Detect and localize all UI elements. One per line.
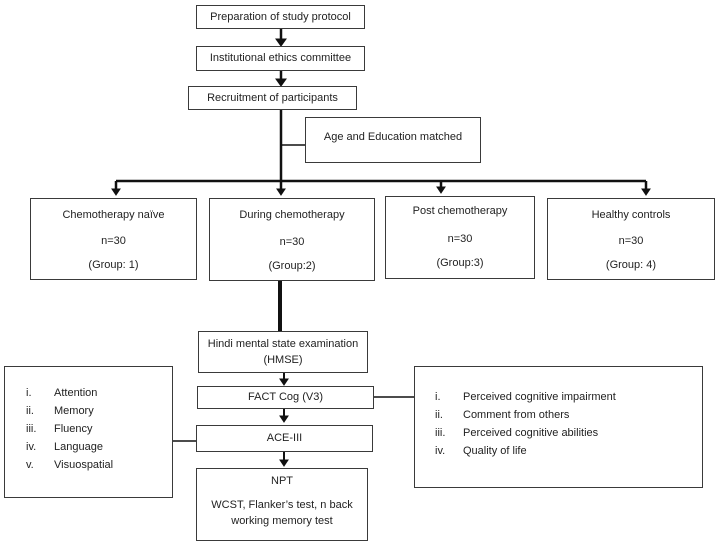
group-n: n=30 (618, 235, 644, 247)
list-item: i.Attention (26, 386, 98, 399)
npt-tests-line1: WCST, Flanker’s test, n back (211, 499, 353, 511)
group-number: (Group:2) (268, 260, 316, 272)
list-item: i.Perceived cognitive impairment (435, 390, 616, 403)
group-box-healthy-controls: Healthy controls n=30 (Group: 4) (547, 198, 715, 280)
hmse-abbrev: (HMSE) (263, 354, 303, 366)
group-title: Post chemotherapy (412, 205, 508, 217)
npt-title: NPT (271, 475, 293, 487)
list-item: ii.Comment from others (435, 408, 570, 421)
hmse-box: Hindi mental state examination (HMSE) (198, 331, 368, 373)
matching-box: Age and Education matched (305, 117, 481, 163)
ace-iii-box: ACE-III (196, 425, 373, 452)
group-title: During chemotherapy (239, 209, 345, 221)
list-item: ii.Memory (26, 404, 94, 417)
group-box-post-chemo: Post chemotherapy n=30 (Group:3) (385, 196, 535, 279)
fact-domains-box: i.Perceived cognitive impairment ii.Comm… (414, 366, 703, 488)
hmse-title: Hindi mental state examination (207, 338, 359, 350)
group-number: (Group:3) (436, 257, 484, 269)
list-item: iv.Quality of life (435, 444, 527, 457)
group-n: n=30 (101, 235, 126, 247)
fact-cog-box: FACT Cog (V3) (197, 386, 374, 409)
recruitment-box: Recruitment of participants (188, 86, 357, 110)
group-box-during-chemo: During chemotherapy n=30 (Group:2) (209, 198, 375, 281)
npt-box: NPT WCST, Flanker’s test, n back working… (196, 468, 368, 541)
group-n: n=30 (279, 236, 305, 248)
ace-domain-list: i.Attention ii.Memory iii.Fluency iv.Lan… (26, 384, 113, 474)
group-title: Healthy controls (591, 209, 671, 221)
list-item: iii.Perceived cognitive abilities (435, 426, 599, 439)
list-item: v.Visuospatial (26, 458, 114, 471)
group-number: (Group: 4) (605, 259, 657, 271)
group-n: n=30 (447, 233, 473, 245)
study-protocol-box: Preparation of study protocol (196, 5, 365, 29)
study-protocol-label: Preparation of study protocol (210, 10, 351, 23)
fact-cog-label: FACT Cog (V3) (248, 391, 323, 403)
fact-domain-list: i.Perceived cognitive impairment ii.Comm… (435, 388, 616, 460)
list-item: iii.Fluency (26, 422, 93, 435)
list-item: iv.Language (26, 440, 103, 453)
group-number: (Group: 1) (88, 259, 139, 271)
matching-label: Age and Education matched (323, 131, 463, 143)
ethics-committee-box: Institutional ethics committee (196, 46, 365, 71)
group-title: Chemotherapy naïve (62, 209, 165, 221)
recruitment-label: Recruitment of participants (207, 91, 338, 104)
ace-iii-label: ACE-III (266, 432, 303, 444)
ethics-committee-label: Institutional ethics committee (209, 52, 352, 64)
npt-tests-line2: working memory test (231, 515, 333, 527)
group-box-chemo-naive: Chemotherapy naïve n=30 (Group: 1) (30, 198, 197, 280)
ace-domains-box: i.Attention ii.Memory iii.Fluency iv.Lan… (4, 366, 173, 498)
